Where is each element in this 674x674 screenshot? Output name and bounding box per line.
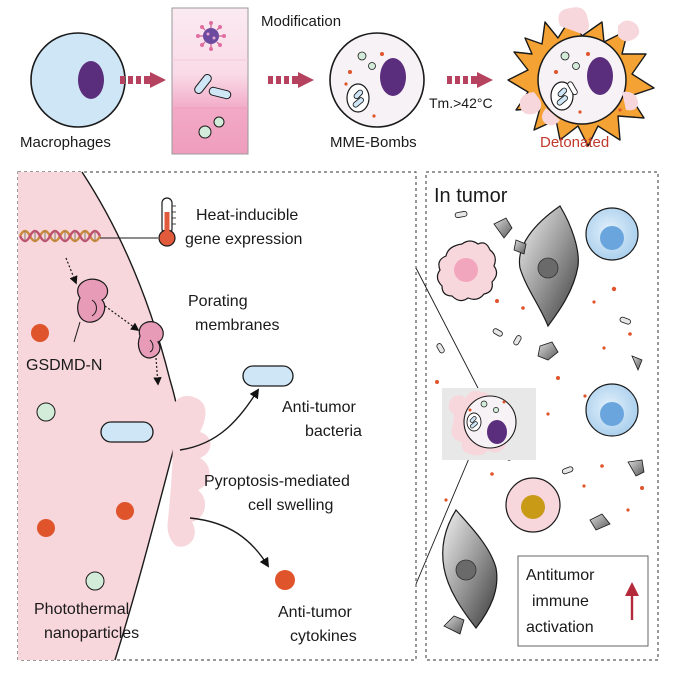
detonated-label: Detonated — [540, 134, 609, 151]
in-tumor-title: In tumor — [434, 185, 508, 207]
grey-tumor-cell — [518, 205, 579, 328]
modification-label: Modification — [261, 13, 341, 30]
pyroptosis-label: Pyroptosis-mediated — [204, 473, 350, 490]
cytokine-particle — [37, 519, 55, 537]
bacteria-icon — [194, 73, 212, 95]
cytokines-label: cytokines — [290, 628, 357, 645]
gsdmd-n-membrane-protein-icon — [137, 321, 164, 359]
thermometer-icon — [158, 197, 176, 247]
blue-immune-cell — [585, 383, 639, 437]
dna-helix-icon — [18, 229, 102, 243]
blue-immune-cell — [585, 207, 639, 261]
released-cytokine-particle — [275, 570, 295, 590]
swelling-bleb — [167, 396, 211, 547]
bacteria-label: bacteria — [305, 423, 362, 440]
detonated-cell — [507, 7, 655, 147]
left-detail-panel: Heat-inducible gene expression GSDMD-N P… — [17, 171, 417, 661]
bacteria-icon — [100, 421, 154, 443]
antitumor-label: Antitumor — [526, 567, 595, 584]
pink-tumor-cell — [436, 240, 498, 302]
cytokine-particle — [116, 502, 134, 520]
nanoparticle-icon — [198, 125, 212, 139]
macrophage-cell — [30, 32, 126, 128]
bacteria-icon — [208, 86, 232, 100]
heat-inducible-label: Heat-inducible — [196, 207, 298, 224]
temperature-condition-label: Tm.>42°C — [429, 95, 493, 111]
nanoparticle-icon — [213, 116, 225, 128]
functional-nanoparticle-icon — [196, 21, 226, 51]
cell-swelling-label: cell swelling — [248, 497, 333, 514]
right-tumor-panel: In tumor — [425, 171, 659, 661]
mme-bomb-cell — [329, 32, 425, 128]
mme-bomb-in-tumor — [442, 388, 536, 460]
process-arrow-3 — [447, 72, 493, 88]
zoom-line-bottom — [415, 455, 471, 585]
cytokine-particle — [31, 324, 49, 342]
anti-tumor-bacteria-label: Anti-tumor — [282, 399, 356, 416]
cell-membrane — [18, 172, 180, 660]
activation-label: activation — [526, 619, 594, 636]
immune-activation-box: Antitumor immune activation — [517, 555, 649, 647]
anti-tumor-cytokines-label: Anti-tumor — [278, 604, 352, 621]
photothermal-label: Photothermal — [34, 601, 129, 618]
grey-tumor-cell — [442, 508, 498, 629]
gsdmd-n-label: GSDMD-N — [26, 357, 102, 374]
gene-expression-label: gene expression — [185, 231, 302, 248]
zoom-line-top — [415, 267, 481, 393]
nanoparticles-label: nanoparticles — [44, 625, 139, 642]
macrophages-label: Macrophages — [20, 134, 111, 151]
process-arrow-2 — [268, 72, 314, 88]
immune-label: immune — [532, 593, 589, 610]
gsdmd-n-protein-icon — [77, 278, 109, 323]
vesicle-icon — [346, 83, 370, 113]
top-row: Macrophages — [20, 7, 655, 155]
photothermal-nanoparticle — [85, 571, 105, 591]
photothermal-nanoparticle — [36, 402, 56, 422]
up-arrow-icon — [625, 582, 639, 620]
porating-label: Porating — [188, 293, 248, 310]
modification-tube — [171, 7, 249, 155]
mme-bombs-label: MME-Bombs — [330, 134, 417, 151]
process-arrow-1 — [120, 72, 166, 88]
pink-immune-cell — [505, 477, 561, 533]
released-bacteria-icon — [242, 365, 294, 387]
membranes-label: membranes — [195, 317, 279, 334]
tumor-debris — [443, 217, 645, 635]
